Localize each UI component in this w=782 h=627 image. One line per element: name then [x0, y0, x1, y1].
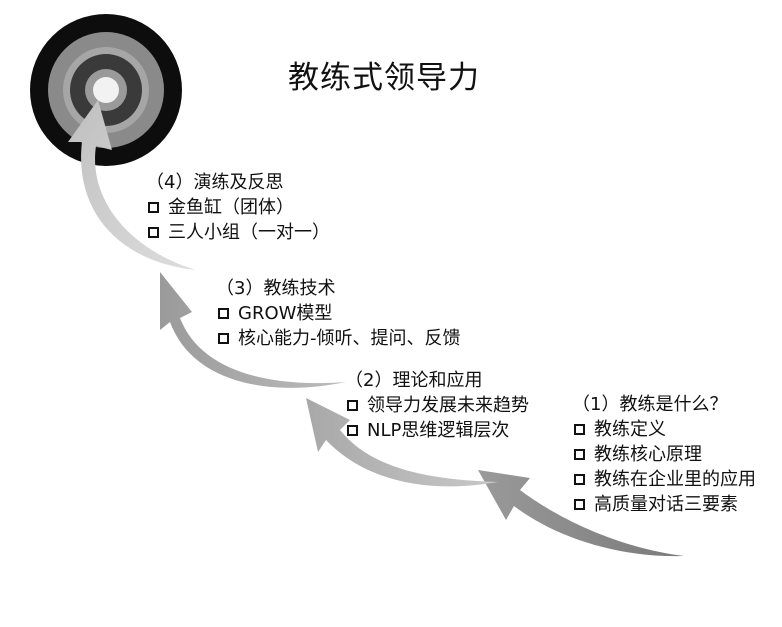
- arrow-stage-2: [306, 398, 498, 487]
- section-2: （2）理论和应用 领导力发展未来趋势 NLP思维逻辑层次: [345, 368, 529, 443]
- item-label: 教练在企业里的应用: [594, 469, 756, 490]
- item-label: 教练核心原理: [594, 444, 702, 465]
- item-label: 领导力发展未来趋势: [367, 395, 529, 416]
- item-label: 金鱼缸（团体）: [168, 197, 294, 218]
- list-item: 领导力发展未来趋势: [345, 393, 529, 418]
- item-label: GROW模型: [238, 303, 333, 324]
- section-heading: （2）理论和应用: [345, 370, 483, 391]
- checkbox-icon: [574, 474, 585, 485]
- arrow-stage-4: [68, 100, 196, 270]
- section-4: （4）演练及反思 金鱼缸（团体） 三人小组（一对一）: [146, 170, 330, 245]
- checkbox-icon: [347, 400, 358, 411]
- list-item: 教练定义: [572, 417, 756, 442]
- item-label: 教练定义: [594, 419, 666, 440]
- checkbox-icon: [148, 227, 159, 238]
- page-title: 教练式领导力: [288, 60, 480, 96]
- arrow-stage-3: [160, 272, 346, 388]
- item-label: 高质量对话三要素: [594, 494, 738, 515]
- checkbox-icon: [574, 499, 585, 510]
- section-3: （3）教练技术 GROW模型 核心能力-倾听、提问、反馈: [216, 276, 461, 351]
- checkbox-icon: [347, 425, 358, 436]
- checkbox-icon: [574, 424, 585, 435]
- section-heading: （4）演练及反思: [146, 172, 284, 193]
- list-item: 教练核心原理: [572, 442, 756, 467]
- list-item: 教练在企业里的应用: [572, 467, 756, 492]
- arrow-stage-1: [478, 470, 684, 557]
- section-heading: （1）教练是什么？: [572, 394, 728, 415]
- list-item: 核心能力-倾听、提问、反馈: [216, 326, 461, 351]
- section-1: （1）教练是什么？ 教练定义 教练核心原理 教练在企业里的应用 高质量对话三要素: [572, 392, 756, 517]
- list-item: GROW模型: [216, 301, 461, 326]
- checkbox-icon: [218, 308, 229, 319]
- item-label: 三人小组（一对一）: [168, 222, 330, 243]
- checkbox-icon: [218, 333, 229, 344]
- checkbox-icon: [148, 202, 159, 213]
- list-item: 三人小组（一对一）: [146, 220, 330, 245]
- list-item: 金鱼缸（团体）: [146, 195, 330, 220]
- section-heading: （3）教练技术: [216, 278, 336, 299]
- checkbox-icon: [574, 449, 585, 460]
- target-icon: [30, 14, 182, 166]
- list-item: NLP思维逻辑层次: [345, 418, 529, 443]
- list-item: 高质量对话三要素: [572, 492, 756, 517]
- item-label: 核心能力-倾听、提问、反馈: [238, 328, 461, 349]
- item-label: NLP思维逻辑层次: [367, 420, 510, 441]
